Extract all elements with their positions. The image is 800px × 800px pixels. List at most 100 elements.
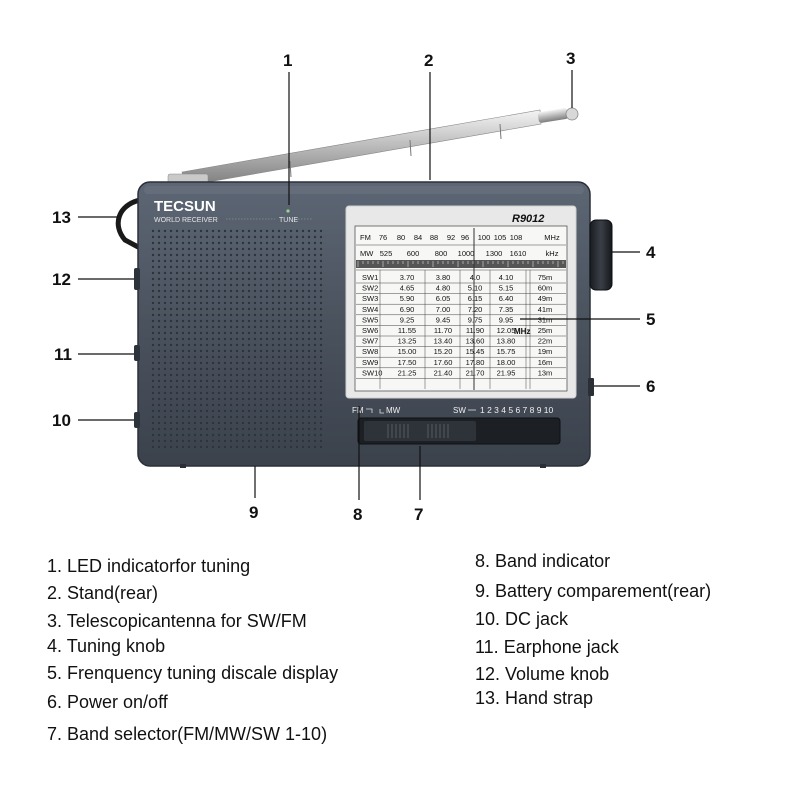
speaker-grille (150, 228, 326, 450)
callout-lines (78, 70, 640, 500)
dial-frequency-value: 9.25 (400, 315, 415, 324)
dial-frequency-value: 17.50 (398, 358, 417, 367)
dial-fm-value: 84 (414, 233, 422, 242)
callout-12: 12 (52, 270, 71, 289)
dial-band-label: SW3 (362, 294, 378, 303)
dial-fm-value: 96 (461, 233, 469, 242)
dial-band-label: SW7 (362, 337, 378, 346)
dial-frequency-value: 21.70 (466, 368, 485, 377)
band-sw-label: SW (453, 406, 466, 415)
band-mw-label: MW (386, 406, 401, 415)
dial-frequency-value: 15.20 (434, 347, 453, 356)
tuning-led (286, 209, 290, 213)
dial-frequency-value: 4.65 (400, 284, 415, 293)
dial-frequency-value: 13.25 (398, 337, 417, 346)
callout-4: 4 (646, 243, 656, 262)
dial-frequency-value: 7.35 (499, 305, 514, 314)
dial-mhz-label: MHz (514, 327, 530, 336)
dial-frequency-value: 6.05 (436, 294, 451, 303)
dial-band-label: SW9 (362, 358, 378, 367)
band-selector-slider[interactable] (364, 421, 476, 441)
legend-item-10: 10. DC jack (475, 609, 569, 629)
dial-frequency-value: 12.05 (497, 326, 516, 335)
callout-11: 11 (54, 345, 72, 364)
callout-3: 3 (566, 49, 575, 68)
legend-item-5: 5. Frenquency tuning discale display (47, 663, 339, 683)
dial-frequency-value: 4.0 (470, 273, 480, 282)
legend-item-11: 11. Earphone jack (475, 637, 619, 657)
dial-fm-label: FM (360, 233, 371, 242)
dial-frequency-value: 4.10 (499, 273, 514, 282)
callout-9: 9 (249, 503, 258, 522)
dial-frequency-value: 21.95 (497, 368, 516, 377)
dial-mw-unit: kHz (546, 249, 559, 258)
dial-band-label: SW1 (362, 273, 378, 282)
dc-jack[interactable] (134, 412, 140, 428)
dial-frequency-value: 9.75 (468, 315, 483, 324)
dial-band-label: SW5 (362, 315, 378, 324)
dial-scale-strip (356, 260, 566, 268)
dial-meter-band: 49m (538, 294, 553, 303)
dial-mw-value: 525 (380, 249, 393, 258)
legend-item-7: 7. Band selector(FM/MW/SW 1-10) (47, 724, 328, 744)
callout-7: 7 (414, 505, 423, 524)
brand-logo: TECSUN (154, 198, 216, 215)
dial-frequency-value: 13.80 (497, 337, 516, 346)
dial-meter-band: 22m (538, 337, 553, 346)
dial-frequency-value: 5.90 (400, 294, 415, 303)
dial-frequency-value: 5.10 (468, 284, 483, 293)
dial-frequency-value: 6.15 (468, 294, 483, 303)
dial-band-label: SW10 (362, 368, 382, 377)
dial-meter-band: 25m (538, 326, 553, 335)
power-switch[interactable] (588, 378, 594, 396)
dial-fm-value: 92 (447, 233, 455, 242)
dial-frequency-value: 15.00 (398, 347, 417, 356)
dial-frequency-value: 3.80 (436, 273, 451, 282)
dial-mw-value: 1610 (510, 249, 527, 258)
dial-meter-band: 31m (538, 315, 553, 324)
dial-frequency-value: 11.55 (398, 326, 416, 335)
dial-frequency-value: 15.45 (466, 347, 485, 356)
dial-frequency-value: 21.40 (434, 368, 453, 377)
dial-meter-band: 75m (538, 273, 553, 282)
dial-mw-value: 1300 (486, 249, 503, 258)
dial-frequency-value: 15.75 (497, 347, 516, 356)
legend-item-8: 8. Band indicator (475, 551, 611, 571)
earphone-jack[interactable] (134, 345, 140, 361)
dial-frequency-value: 17.60 (434, 358, 453, 367)
dial-fm-value: 108 (510, 233, 523, 242)
dial-meter-band: 41m (538, 305, 553, 314)
volume-knob[interactable] (134, 268, 140, 290)
legend-item-13: 13. Hand strap (475, 688, 594, 708)
sw-band-numbers: 1 2 3 4 5 6 7 8 9 10 (480, 405, 554, 415)
callout-8: 8 (353, 505, 362, 524)
dial-mw-value: 600 (407, 249, 420, 258)
dial-frequency-value: 11.90 (466, 326, 484, 335)
dial-meter-band: 19m (538, 347, 553, 356)
dial-meter-band: 60m (538, 284, 553, 293)
dial-band-label: SW8 (362, 347, 378, 356)
dial-frequency-value: 21.25 (398, 368, 417, 377)
legend-item-3: 3. Telescopicantenna for SW/FM (47, 611, 307, 631)
callout-1: 1 (283, 51, 292, 70)
band-fm-label: FM (352, 406, 364, 415)
callout-6: 6 (646, 377, 655, 396)
dial-frequency-value: 11.70 (434, 326, 452, 335)
dial-fm-value: 105 (494, 233, 507, 242)
tune-label: TUNE (279, 217, 298, 224)
dial-frequency-value: 3.70 (400, 273, 415, 282)
dial-frequency-value: 6.90 (400, 305, 415, 314)
dial-frequency-value: 18.00 (497, 358, 516, 367)
dial-fm-value: 76 (379, 233, 387, 242)
dial-fm-value: 88 (430, 233, 438, 242)
dial-frequency-value: 13.40 (434, 337, 453, 346)
dial-frequency-value: 9.45 (436, 315, 451, 324)
tuning-knob[interactable] (589, 219, 613, 291)
legend-item-2: 2. Stand(rear) (47, 583, 159, 603)
callout-10: 10 (52, 411, 71, 430)
dial-frequency-value: 13.60 (466, 337, 485, 346)
dial-meter-band: 13m (538, 368, 553, 377)
hand-strap (115, 197, 142, 251)
dial-mw-label: MW (360, 249, 374, 258)
